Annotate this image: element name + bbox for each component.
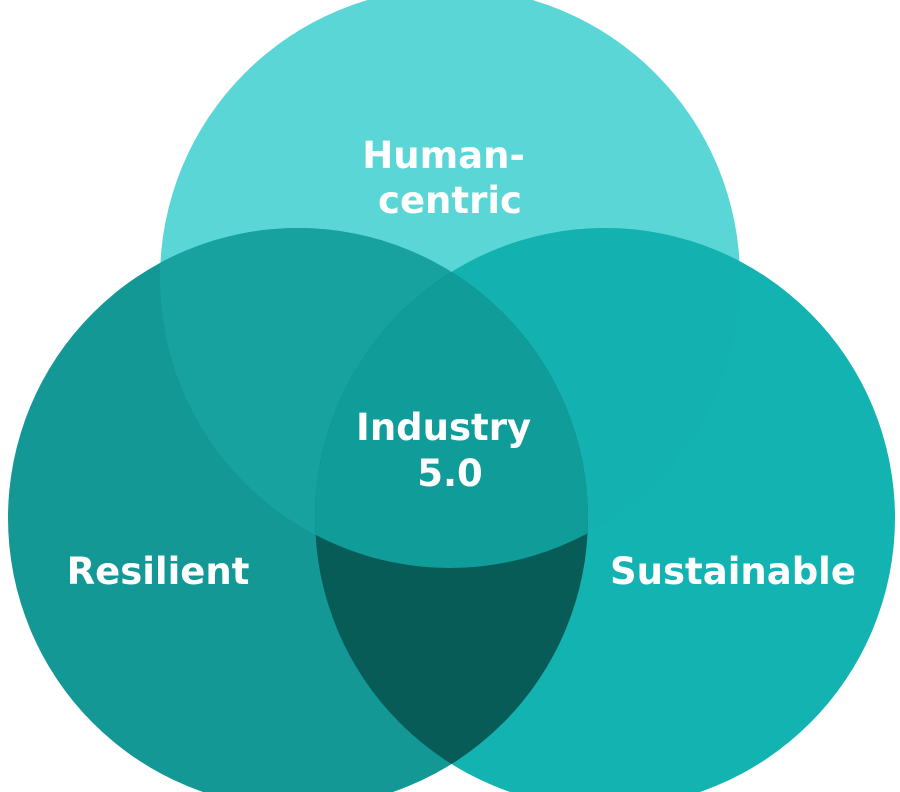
label-sustainable: Sustainable bbox=[610, 550, 856, 593]
label-human-centric-line-1: Human- bbox=[362, 134, 525, 177]
label-sustainable-line-1: Sustainable bbox=[610, 550, 856, 593]
label-resilient: Resilient bbox=[67, 550, 250, 593]
label-human-centric: Human- centric bbox=[362, 134, 537, 222]
overlap-all-three bbox=[315, 228, 588, 568]
label-resilient-line-1: Resilient bbox=[67, 550, 250, 593]
label-industry-line-1: Industry bbox=[356, 406, 531, 449]
label-industry-line-2: 5.0 bbox=[417, 452, 483, 495]
label-human-centric-line-2: centric bbox=[378, 179, 522, 222]
label-industry-5-0: Industry 5.0 bbox=[356, 406, 544, 495]
